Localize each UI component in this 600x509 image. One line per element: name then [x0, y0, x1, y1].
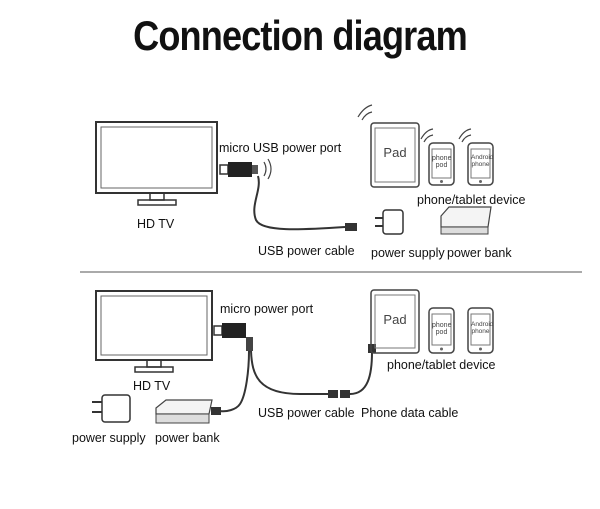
top-tv-label: HD TV [137, 217, 175, 231]
bottom-supply-label: power supply [72, 431, 146, 445]
top-phone-pod-text: phone pod [432, 155, 452, 170]
usb-power-cable [219, 350, 250, 413]
top-device-label: phone/tablet device [417, 193, 526, 207]
bottom-data-cable-label: Phone data cable [361, 406, 459, 420]
bottom-phone-pod-text: phone pod [432, 322, 452, 337]
tablet-icon [370, 122, 420, 188]
top-pad-text: Pad [383, 145, 407, 160]
top-android-text: Android phone [471, 154, 494, 168]
wifi-signal-icon [263, 158, 272, 180]
bottom-port-label: micro power port [220, 302, 314, 316]
bottom-bank-label: power bank [155, 431, 220, 445]
bottom-tv-label: HD TV [133, 379, 171, 393]
bottom-android-text: Android phone [471, 321, 494, 335]
tablet-icon [370, 289, 420, 354]
bottom-device-label: phone/tablet device [387, 358, 496, 372]
phone-pod-icon [428, 307, 455, 354]
top-supply-label: power supply [371, 246, 445, 260]
bottom-pad-text: Pad [383, 312, 407, 327]
power-supply-icon [92, 394, 131, 423]
top-port-label: micro USB power port [219, 141, 342, 155]
power-bank-icon [155, 399, 213, 424]
phone-data-cable [250, 350, 328, 395]
tv-icon [95, 121, 218, 206]
android-phone-icon [467, 142, 494, 186]
tv-icon [95, 290, 213, 373]
wifi-signal-icon [357, 104, 472, 143]
usb-power-cable [253, 175, 346, 231]
power-bank-icon [440, 206, 492, 235]
phone-pod-icon [428, 142, 455, 186]
hdmi-dongle-icon [213, 323, 253, 351]
hdmi-dongle-icon [219, 162, 258, 177]
top-bank-label: power bank [447, 246, 512, 260]
bottom-cable-label: USB power cable [258, 406, 355, 420]
top-cable-label: USB power cable [258, 244, 355, 258]
android-phone-icon [467, 307, 494, 354]
page-title: Connection diagram [133, 12, 468, 59]
power-supply-icon [375, 209, 404, 235]
